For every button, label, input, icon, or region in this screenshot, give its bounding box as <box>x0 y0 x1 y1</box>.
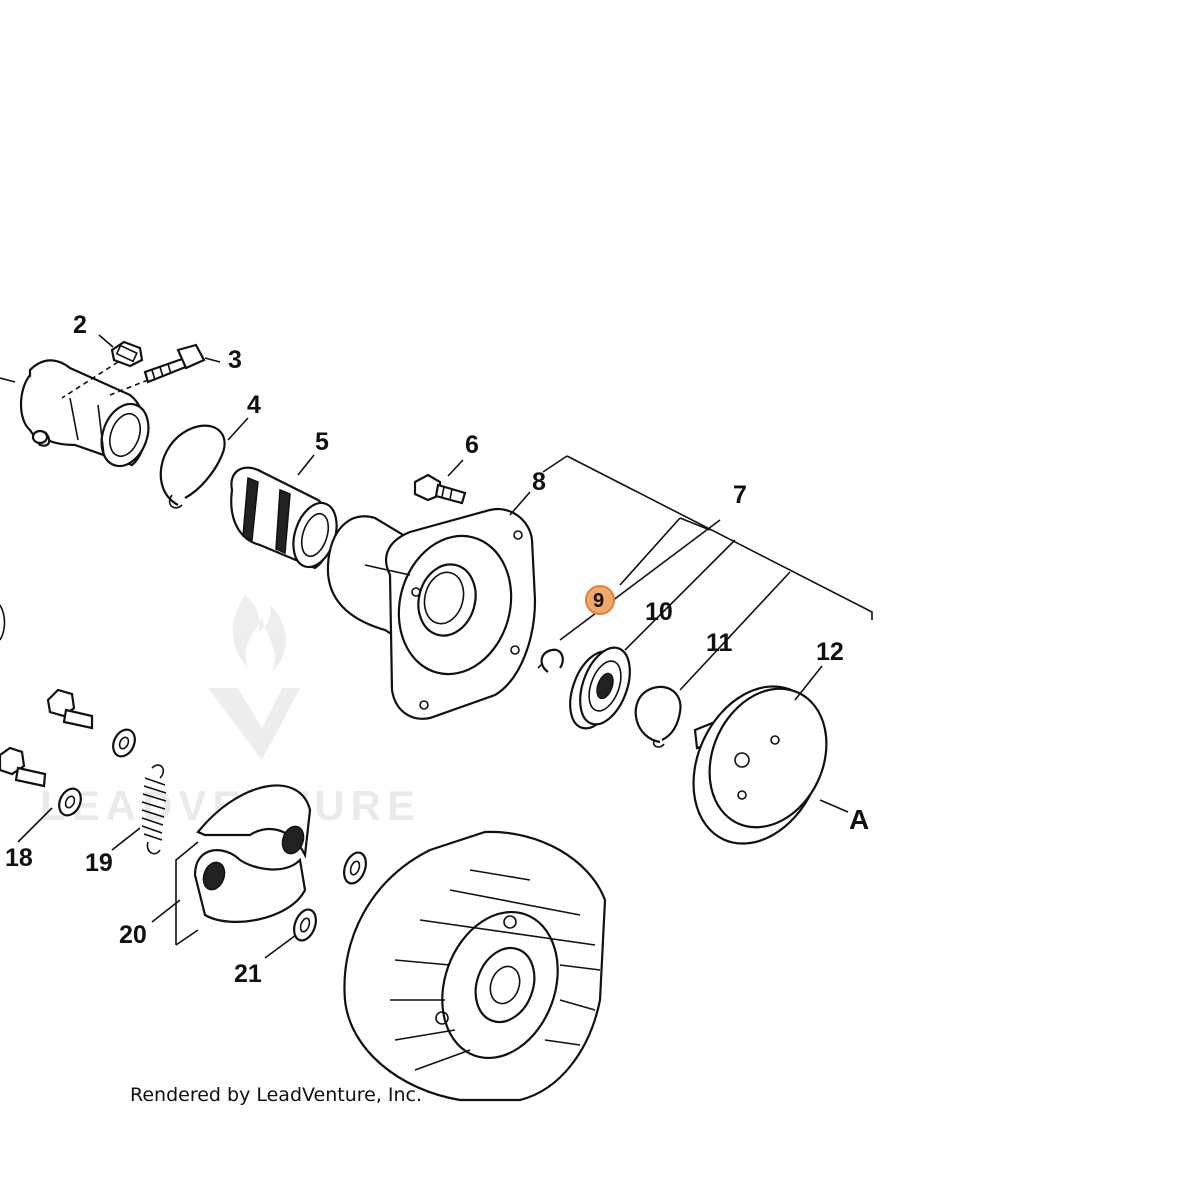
render-credit: Rendered by LeadVenture, Inc. <box>130 1084 422 1106</box>
callout-10[interactable]: 10 <box>645 598 673 626</box>
callout-7[interactable]: 7 <box>733 481 747 509</box>
part-9-circlip[interactable] <box>537 648 564 673</box>
part-21-washers[interactable] <box>290 850 370 944</box>
leader-lines <box>17 334 873 959</box>
flame-icon <box>232 595 287 672</box>
highlight-circle <box>585 585 615 615</box>
callout-19[interactable]: 19 <box>85 849 113 877</box>
callout-3[interactable]: 3 <box>228 346 242 374</box>
callout-20[interactable]: 20 <box>119 921 147 949</box>
callout-6[interactable]: 6 <box>465 431 479 459</box>
callout-21[interactable]: 21 <box>234 960 262 988</box>
callout-8[interactable]: 8 <box>532 468 546 496</box>
flywheel[interactable] <box>343 830 607 1102</box>
part-19-spring[interactable] <box>141 764 167 855</box>
part-coupling-housing[interactable] <box>0 359 157 472</box>
callout-4[interactable]: 4 <box>247 391 261 419</box>
leadventure-watermark: LEADVENTURE <box>40 595 415 829</box>
callout-18[interactable]: 18 <box>5 844 33 872</box>
callout-2[interactable]: 2 <box>73 311 87 339</box>
part-4-snap-ring[interactable] <box>159 424 226 509</box>
part-12-clutch-drum[interactable] <box>669 665 848 864</box>
part-11-snap-ring[interactable] <box>634 685 682 748</box>
part-2-bolt[interactable] <box>110 340 144 368</box>
callout-9: 9 <box>593 590 604 612</box>
part-10-bearing[interactable] <box>561 641 640 735</box>
dashed-guide-3 <box>109 379 149 396</box>
part-3-bolt[interactable] <box>143 343 206 384</box>
v-logo-icon <box>208 688 300 760</box>
callout-A[interactable]: A <box>849 804 869 835</box>
callout-11[interactable]: 11 <box>706 629 733 657</box>
callout-9-highlight[interactable]: 9 <box>585 585 615 615</box>
callout-5[interactable]: 5 <box>315 428 329 456</box>
callout-labels: 2 3 4 5 6 7 8 9 10 11 12 18 19 20 21 A <box>5 311 869 988</box>
part-18-washers-bolts[interactable] <box>0 688 139 819</box>
dashed-guide-2 <box>61 361 119 399</box>
part-5-sleeve[interactable] <box>230 466 344 573</box>
part-6-bolt[interactable] <box>413 473 467 505</box>
part-20-clutch-shoes[interactable] <box>193 784 312 923</box>
part-edge-arc <box>0 604 6 641</box>
callout-12[interactable]: 12 <box>816 638 844 666</box>
part-8-housing[interactable] <box>326 507 537 720</box>
